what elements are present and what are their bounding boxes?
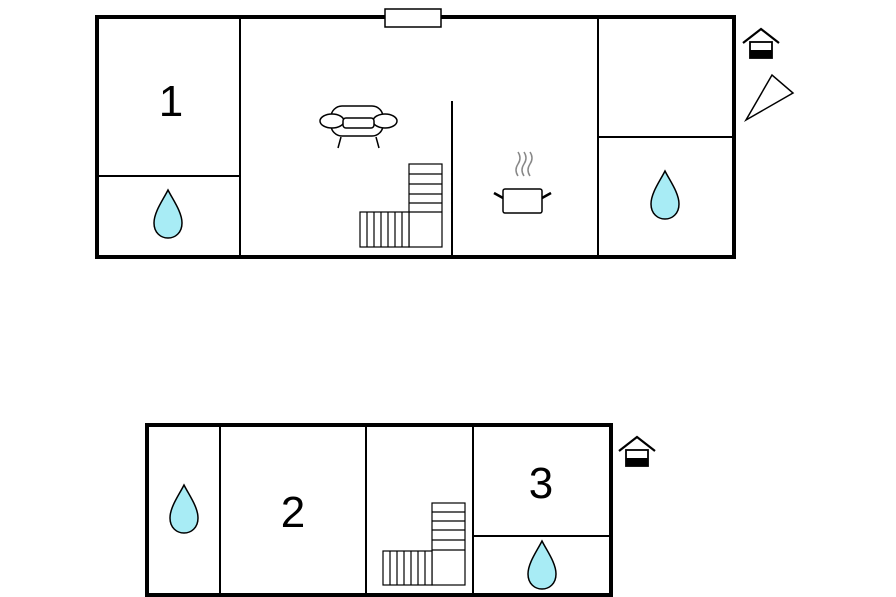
cooking-pot-icon [493,151,552,214]
compass-arrow-icon [743,73,795,123]
stairs-icon [382,502,466,586]
room-label-1: 1 [159,77,183,126]
house-entrance-icon [741,27,781,60]
stairs-icon [359,163,443,248]
room-label-2: 2 [281,488,305,537]
upper-floor: 1 [95,8,795,259]
lower-floor: 2 3 [145,423,657,597]
sofa-icon [319,105,398,149]
window-icon [384,8,442,28]
house-entrance-icon [617,435,657,468]
room-label-3: 3 [529,459,553,508]
